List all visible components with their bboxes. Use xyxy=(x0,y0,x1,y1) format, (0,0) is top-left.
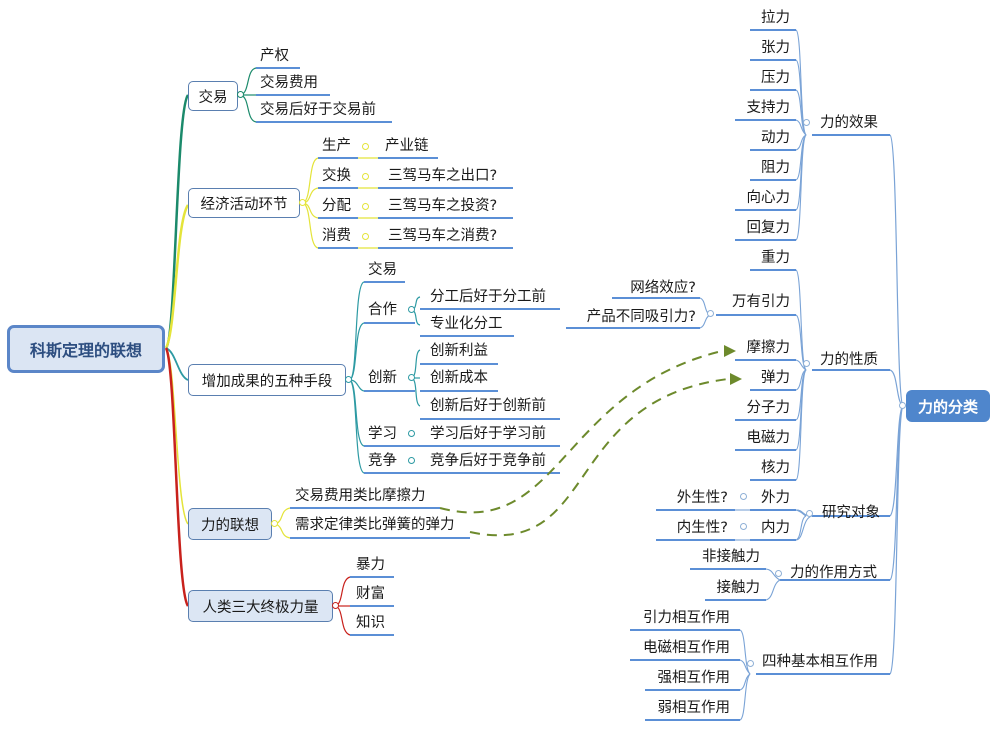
subtopic[interactable]: 竞争后好于竞争前 xyxy=(430,453,546,469)
collapse-toggle-icon[interactable] xyxy=(271,520,278,527)
collapse-toggle-icon[interactable] xyxy=(362,233,369,240)
subtopic[interactable]: 创新利益 xyxy=(430,343,488,359)
collapse-toggle-icon[interactable] xyxy=(408,430,415,437)
root-topic-coase[interactable]: 科斯定理的联想 xyxy=(7,325,165,373)
subtopic[interactable]: 暴力 xyxy=(356,557,385,573)
collapse-toggle-icon[interactable] xyxy=(362,173,369,180)
subtopic[interactable]: 创新 xyxy=(368,370,397,386)
subtopic[interactable]: 分工后好于分工前 xyxy=(430,289,546,305)
relation-elastic-arrow xyxy=(469,378,729,537)
subtopic[interactable]: 外生性? xyxy=(676,490,728,506)
subtopic[interactable]: 回复力 xyxy=(746,220,791,236)
subtopic[interactable]: 支持力 xyxy=(746,100,791,116)
topic-four-fundamental-interactions[interactable]: 四种基本相互作用 xyxy=(762,654,878,670)
subtopic[interactable]: 阻力 xyxy=(761,160,790,176)
subtopic[interactable]: 三驾马车之投资? xyxy=(388,198,498,214)
collapse-toggle-icon[interactable] xyxy=(345,376,352,383)
collapse-toggle-icon[interactable] xyxy=(899,402,906,409)
trunk-jingji xyxy=(164,204,190,349)
subtopic[interactable]: 强相互作用 xyxy=(657,670,731,686)
collapse-toggle-icon[interactable] xyxy=(806,510,813,517)
collapse-toggle-icon[interactable] xyxy=(362,203,369,210)
subtopic[interactable]: 张力 xyxy=(761,40,790,56)
subtopic[interactable]: 产权 xyxy=(260,48,289,64)
subtopic[interactable]: 向心力 xyxy=(746,190,791,206)
subtopic[interactable]: 交易后好于交易前 xyxy=(260,102,376,118)
subtopic[interactable]: 竞争 xyxy=(368,453,397,469)
subtopic[interactable]: 内生性? xyxy=(676,520,728,536)
subtopic[interactable]: 非接触力 xyxy=(702,549,760,565)
collapse-toggle-icon[interactable] xyxy=(707,310,714,317)
subtopic[interactable]: 接触力 xyxy=(716,580,761,596)
collapse-toggle-icon[interactable] xyxy=(299,199,306,206)
collapse-toggle-icon[interactable] xyxy=(747,660,754,667)
subtopic[interactable]: 交换 xyxy=(322,168,351,184)
subtopic[interactable]: 交易费用类比摩擦力 xyxy=(295,488,426,504)
subtopic[interactable]: 生产 xyxy=(322,138,351,154)
subtopic[interactable]: 引力相互作用 xyxy=(643,610,730,626)
topic-force-association[interactable]: 力的联想 xyxy=(188,508,272,540)
root-topic-force-classification[interactable]: 力的分类 xyxy=(906,390,990,422)
subtopic[interactable]: 消费 xyxy=(322,228,351,244)
subtopic[interactable]: 压力 xyxy=(761,70,790,86)
relation-friction-arrowhead xyxy=(724,345,736,357)
collapse-toggle-icon[interactable] xyxy=(740,523,747,530)
subtopic[interactable]: 交易 xyxy=(368,262,397,278)
trunk-zengjia xyxy=(165,347,189,381)
subtopic[interactable]: 需求定律类比弹簧的弹力 xyxy=(295,517,455,533)
topic-three-ultimate-forces[interactable]: 人类三大终极力量 xyxy=(188,590,333,622)
subtopic[interactable]: 网络效应? xyxy=(630,280,696,296)
subtopic[interactable]: 合作 xyxy=(368,302,397,318)
subtopic[interactable]: 拉力 xyxy=(761,10,790,26)
subtopic[interactable]: 动力 xyxy=(761,130,790,146)
subtopic[interactable]: 弱相互作用 xyxy=(657,700,731,716)
collapse-toggle-icon[interactable] xyxy=(803,360,810,367)
subtopic[interactable]: 核力 xyxy=(761,460,790,476)
collapse-toggle-icon[interactable] xyxy=(332,602,339,609)
subtopic[interactable]: 学习后好于学习前 xyxy=(430,426,546,442)
subtopic[interactable]: 知识 xyxy=(356,615,385,631)
collapse-toggle-icon[interactable] xyxy=(408,457,415,464)
topic-research-object[interactable]: 研究对象 xyxy=(822,505,880,521)
subtopic[interactable]: 三驾马车之消费? xyxy=(388,228,498,244)
trunk-jiaoyi xyxy=(164,94,190,349)
trunk-renlei xyxy=(164,347,190,607)
subtopic[interactable]: 摩擦力 xyxy=(746,340,791,356)
subtopic[interactable]: 创新后好于创新前 xyxy=(430,398,546,414)
collapse-toggle-icon[interactable] xyxy=(740,493,747,500)
topic-force-nature[interactable]: 力的性质 xyxy=(820,352,878,368)
collapse-toggle-icon[interactable] xyxy=(775,570,782,577)
subtopic[interactable]: 学习 xyxy=(368,426,397,442)
collapse-toggle-icon[interactable] xyxy=(237,91,244,98)
subtopic[interactable]: 分子力 xyxy=(746,400,791,416)
collapse-toggle-icon[interactable] xyxy=(408,306,415,313)
subtopic[interactable]: 分配 xyxy=(322,198,351,214)
relation-friction-arrow xyxy=(439,350,723,514)
subtopic[interactable]: 创新成本 xyxy=(430,370,488,386)
subtopic[interactable]: 内力 xyxy=(761,520,790,536)
subtopic[interactable]: 三驾马车之出口? xyxy=(388,168,498,184)
collapse-toggle-icon[interactable] xyxy=(408,374,415,381)
topic-force-effect[interactable]: 力的效果 xyxy=(820,115,878,131)
subtopic[interactable]: 专业化分工 xyxy=(430,316,503,332)
subtopic[interactable]: 弹力 xyxy=(761,370,790,386)
subtopic[interactable]: 电磁相互作用 xyxy=(643,640,730,656)
subtopic[interactable]: 电磁力 xyxy=(746,430,791,446)
collapse-toggle-icon[interactable] xyxy=(803,119,810,126)
subtopic[interactable]: 财富 xyxy=(356,586,385,602)
subtopic[interactable]: 外力 xyxy=(761,490,790,506)
topic-economic-activities[interactable]: 经济活动环节 xyxy=(188,188,300,218)
topic-five-means[interactable]: 增加成果的五种手段 xyxy=(188,364,346,396)
subtopic[interactable]: 重力 xyxy=(761,250,790,266)
subtopic[interactable]: 交易费用 xyxy=(260,75,318,91)
subtopic[interactable]: 产业链 xyxy=(385,138,429,154)
relation-elastic-arrowhead xyxy=(730,373,742,385)
topic-jiaoyi[interactable]: 交易 xyxy=(188,81,238,111)
topic-force-mode[interactable]: 力的作用方式 xyxy=(790,565,877,581)
collapse-toggle-icon[interactable] xyxy=(362,143,369,150)
subtopic[interactable]: 万有引力 xyxy=(732,294,790,310)
subtopic[interactable]: 产品不同吸引力? xyxy=(586,309,696,325)
